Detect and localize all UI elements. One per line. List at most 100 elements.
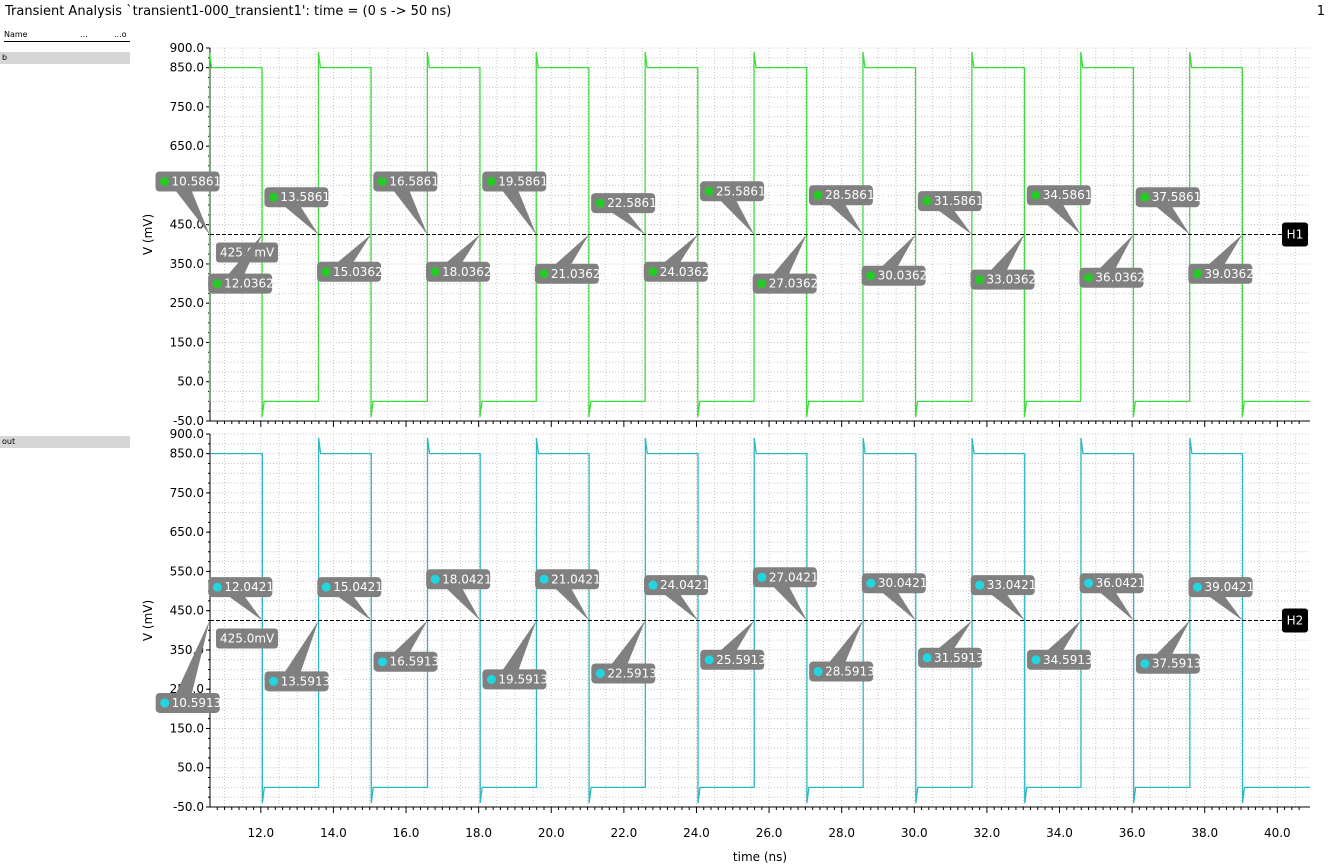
marker-label-box xyxy=(155,171,220,192)
marker-dot xyxy=(648,580,658,590)
marker-pointer xyxy=(284,620,319,673)
h-marker-badge-label: H1 xyxy=(1287,228,1304,242)
y-tick-label: 900.0 xyxy=(170,41,204,55)
signal-row-b[interactable]: b xyxy=(0,52,130,64)
crossing-marker: 21.0421ns xyxy=(535,569,615,621)
y-tick-label: 250.0 xyxy=(170,296,204,310)
marker-label: 24.0362ns xyxy=(660,265,723,279)
marker-label: 10.5861ns xyxy=(171,174,234,188)
marker-label-box xyxy=(1026,185,1091,206)
crossing-marker: 34.5861ns xyxy=(1026,185,1106,235)
marker-pointer xyxy=(175,620,210,694)
marker-dot xyxy=(1140,192,1150,202)
marker-pointer xyxy=(554,234,589,265)
x-tick-label: 28.0 xyxy=(828,826,855,840)
marker-pointer xyxy=(611,212,646,235)
marker-label-box xyxy=(482,669,547,690)
marker-label: 21.0421ns xyxy=(551,572,614,586)
marker-pointer xyxy=(446,588,481,621)
marker-label: 36.0421ns xyxy=(1096,576,1159,590)
marker-label: 15.0362ns xyxy=(333,265,396,279)
x-tick-label: 40.0 xyxy=(1264,826,1291,840)
crossing-marker: 12.0421ns xyxy=(208,577,288,621)
y-axis-label-out: V (mV) xyxy=(141,600,155,641)
crossing-marker: 10.5861ns xyxy=(155,171,235,235)
marker-pointer xyxy=(663,594,698,621)
y-tick-label: 50.0 xyxy=(177,375,204,389)
crossing-marker: 19.5913ns xyxy=(482,620,562,690)
y-tick-label: 350.0 xyxy=(170,257,204,271)
y-tick-label: 50.0 xyxy=(177,761,204,775)
marker-label-box xyxy=(264,187,329,208)
page-number: 1 xyxy=(1316,4,1325,19)
marker-dot xyxy=(1193,582,1203,592)
x-tick-label: 18.0 xyxy=(465,826,492,840)
marker-pointer xyxy=(337,234,372,263)
o-column-header[interactable]: ...o xyxy=(114,30,127,39)
marker-label: 36.0362ns xyxy=(1095,271,1158,285)
marker-dot xyxy=(595,669,605,679)
marker-pointer xyxy=(502,620,537,671)
marker-label-box xyxy=(208,577,273,598)
ellipsis-column-header[interactable]: ... xyxy=(80,30,88,39)
marker-pointer xyxy=(990,594,1025,621)
marker-label: 12.0421ns xyxy=(224,580,287,594)
marker-label: 21.0362ns xyxy=(551,267,614,281)
marker-label: 13.5913ns xyxy=(281,674,344,688)
y-tick-label: -50.0 xyxy=(173,414,204,428)
marker-label: 12.0362ns xyxy=(224,277,287,291)
crossing-marker: 15.0421ns xyxy=(317,577,397,621)
marker-label-box xyxy=(1079,573,1144,594)
marker-label: 22.5861ns xyxy=(607,196,670,210)
crossing-marker: 13.5913ns xyxy=(264,620,344,692)
marker-label-box xyxy=(591,663,656,684)
x-tick-label: 20.0 xyxy=(538,826,565,840)
marker-label-box xyxy=(373,651,438,672)
marker-pointer xyxy=(445,234,480,263)
marker-label: 18.0362ns xyxy=(442,265,505,279)
marker-pointer xyxy=(937,210,972,235)
marker-label-box xyxy=(264,671,329,692)
marker-dot xyxy=(212,279,222,289)
marker-label: 37.5913ns xyxy=(1152,657,1215,671)
marker-dot xyxy=(866,578,876,588)
h-marker-badge-h1 xyxy=(1282,222,1308,247)
y-axis-label-b: V (mV) xyxy=(141,214,155,255)
marker-dot xyxy=(1192,269,1202,279)
crossing-marker: 16.5913ns xyxy=(373,620,453,672)
x-tick-label: 14.0 xyxy=(320,826,347,840)
y-tick-label: 900.0 xyxy=(170,427,204,441)
y-tick-label: 750.0 xyxy=(170,100,204,114)
window-title: Transient Analysis `transient1-000_trans… xyxy=(5,4,452,19)
h-marker-value-box xyxy=(216,628,278,649)
marker-dot xyxy=(430,267,440,277)
marker-dot xyxy=(268,192,278,202)
marker-label: 15.0421ns xyxy=(333,580,396,594)
x-tick-label: 16.0 xyxy=(393,826,420,840)
marker-label-box xyxy=(425,261,490,282)
marker-label-box xyxy=(317,577,382,598)
marker-pointer xyxy=(502,190,537,235)
marker-label-box xyxy=(643,575,708,596)
marker-pointer xyxy=(772,586,807,621)
marker-pointer xyxy=(1099,592,1134,621)
signal-row-out[interactable]: out xyxy=(0,436,130,448)
name-column-header[interactable]: Name xyxy=(4,30,28,39)
marker-dot xyxy=(321,582,331,592)
marker-label-box xyxy=(700,649,765,670)
marker-label: 13.5861ns xyxy=(280,190,343,204)
marker-label-box xyxy=(1135,187,1200,208)
y-tick-label: 650.0 xyxy=(170,525,204,539)
marker-label-box xyxy=(752,567,817,588)
signal-name-panel: Name ... ...o b out xyxy=(0,28,132,866)
crossing-marker: 24.0362ns xyxy=(643,234,723,282)
marker-pointer xyxy=(881,234,916,267)
marker-dot xyxy=(212,582,222,592)
marker-pointer xyxy=(828,204,863,235)
h-marker-badge-label: H2 xyxy=(1287,614,1304,628)
marker-pointer xyxy=(175,190,210,235)
y-tick-label: 150.0 xyxy=(170,721,204,735)
crossing-marker: 13.5861ns xyxy=(264,187,344,235)
marker-label-box xyxy=(535,569,600,590)
